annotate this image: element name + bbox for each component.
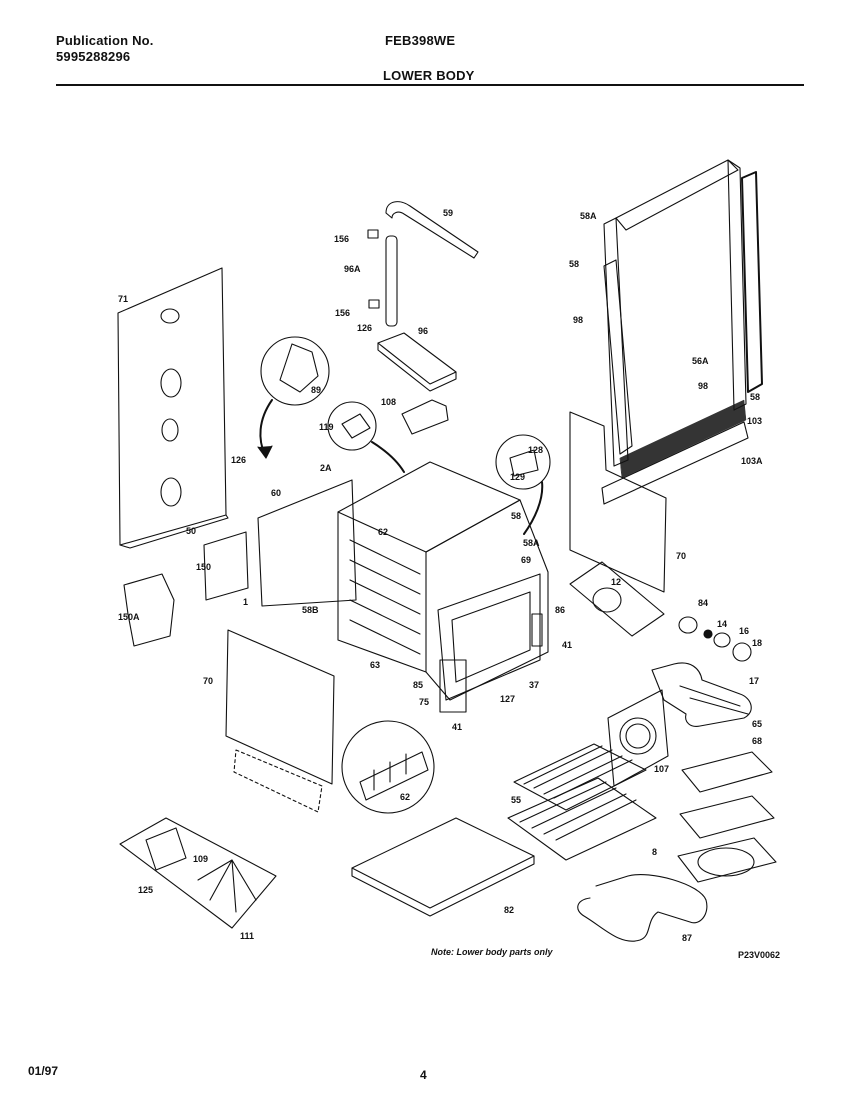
- callout-labels: 59 156 96A 156 126 96 71 89 108 119 126 …: [118, 208, 763, 943]
- callout-75: 75: [419, 697, 429, 707]
- callout-128: 128: [528, 445, 543, 455]
- arrow-128: [523, 481, 544, 535]
- broil-element-17: [651, 662, 752, 727]
- callout-127: 127: [500, 694, 515, 704]
- publication-label: Publication No.: [56, 33, 154, 48]
- callout-129: 129: [510, 472, 525, 482]
- callout-70-right: 70: [676, 551, 686, 561]
- callout-65: 65: [752, 719, 762, 729]
- callout-17: 17: [749, 676, 759, 686]
- callout-58a-mid: 58A: [523, 538, 540, 548]
- bracket-150: [123, 531, 249, 647]
- side-panel-70-right: [569, 411, 667, 593]
- callout-125: 125: [138, 885, 153, 895]
- callout-41-top: 41: [562, 640, 572, 650]
- callout-58-right: 58: [750, 392, 760, 402]
- callout-103: 103: [747, 416, 762, 426]
- publication-number: 5995288296: [56, 49, 131, 64]
- detail-panel-109: [119, 817, 277, 929]
- callout-50: 50: [186, 526, 196, 536]
- callout-1: 1: [243, 597, 248, 607]
- callout-14: 14: [717, 619, 727, 629]
- callout-58-door: 58: [511, 511, 521, 521]
- callout-107: 107: [654, 764, 669, 774]
- side-panel-70-left: [225, 629, 335, 813]
- callout-108: 108: [381, 397, 396, 407]
- door-frame-right: [601, 159, 763, 505]
- detail-circle-62: [341, 720, 435, 814]
- callout-55: 55: [511, 795, 521, 805]
- callout-103a: 103A: [741, 456, 763, 466]
- callout-84: 84: [698, 598, 708, 608]
- callout-18: 18: [752, 638, 762, 648]
- detail-circle-89: [257, 336, 330, 459]
- callout-12: 12: [611, 577, 621, 587]
- callout-69: 69: [521, 555, 531, 565]
- callout-58-left: 58: [569, 259, 579, 269]
- vent-duct-96: [377, 332, 457, 392]
- callout-96: 96: [418, 326, 428, 336]
- callout-58b: 58B: [302, 605, 319, 615]
- section-title: LOWER BODY: [383, 68, 475, 83]
- callout-86: 86: [555, 605, 565, 615]
- callout-109: 109: [193, 854, 208, 864]
- callout-126-top: 126: [357, 323, 372, 333]
- vent-tube-59: [367, 201, 479, 327]
- callout-87: 87: [682, 933, 692, 943]
- connectors-84: [678, 616, 752, 662]
- footer-date: 01/97: [28, 1064, 59, 1078]
- bake-element-87: [577, 874, 708, 942]
- callout-111: 111: [240, 931, 254, 941]
- detail-circle-128: [495, 434, 551, 490]
- callout-119: 119: [319, 422, 334, 432]
- callout-150a: 150A: [118, 612, 140, 622]
- model-number: FEB398WE: [385, 33, 456, 48]
- callout-8: 8: [652, 847, 657, 857]
- callout-60: 60: [271, 488, 281, 498]
- callout-150: 150: [196, 562, 211, 572]
- callout-71: 71: [118, 294, 128, 304]
- callout-56a: 56A: [692, 356, 709, 366]
- callout-156-top: 156: [334, 234, 349, 244]
- callout-68: 68: [752, 736, 762, 746]
- switch-108: [327, 399, 449, 473]
- oven-body: [257, 461, 549, 713]
- callout-70-left: 70: [203, 676, 213, 686]
- callout-58a-top: 58A: [580, 211, 597, 221]
- callout-63: 63: [370, 660, 380, 670]
- drawing-code: P23V0062: [738, 950, 781, 960]
- parts-note: Note: Lower body parts only: [431, 947, 553, 957]
- detail-12: [569, 561, 665, 637]
- callout-62-detail: 62: [400, 792, 410, 802]
- page-number: 4: [420, 1068, 427, 1082]
- back-panel-71: [117, 267, 229, 549]
- callout-89: 89: [311, 385, 321, 395]
- callout-98-left: 98: [573, 315, 583, 325]
- callout-156-bottom: 156: [335, 308, 350, 318]
- callout-82: 82: [504, 905, 514, 915]
- callout-62-body: 62: [378, 527, 388, 537]
- callout-85: 85: [413, 680, 423, 690]
- callout-2a: 2A: [320, 463, 332, 473]
- header-rule: [56, 84, 804, 86]
- callout-126: 126: [231, 455, 246, 465]
- callout-16: 16: [739, 626, 749, 636]
- callout-59: 59: [443, 208, 453, 218]
- fan-cover-107: [607, 689, 669, 787]
- callout-98-right: 98: [698, 381, 708, 391]
- oven-rack-8: [507, 777, 657, 861]
- callout-96a: 96A: [344, 264, 361, 274]
- oven-rack-55: [513, 743, 647, 811]
- bottom-panel-82: [351, 817, 535, 917]
- grille-set-right: [677, 751, 777, 883]
- callout-37: 37: [529, 680, 539, 690]
- callout-41-bottom: 41: [452, 722, 462, 732]
